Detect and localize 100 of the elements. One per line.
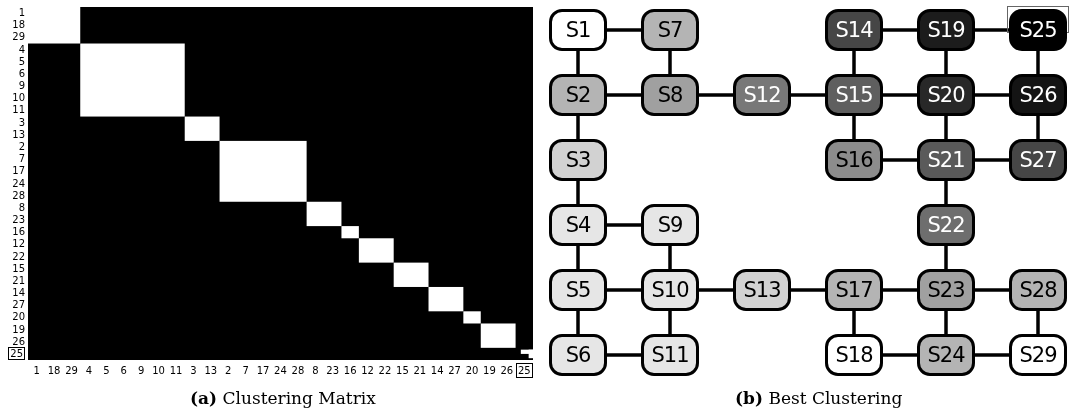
axis-label: 11	[168, 365, 184, 376]
state-node: S22	[917, 204, 975, 246]
axis-label: 4	[18, 43, 25, 55]
axis-label: 12	[12, 238, 25, 250]
connector-line	[944, 246, 948, 269]
connector-line	[944, 311, 948, 334]
state-node: S26	[1009, 74, 1067, 116]
axis-label: 14	[12, 287, 25, 299]
connector-line	[576, 311, 580, 334]
figure-caption: (a) Clustering Matrix	[190, 388, 376, 408]
axis-label: 24	[273, 365, 288, 376]
axis-label: 19	[482, 365, 497, 376]
state-node: S6	[549, 334, 607, 376]
axis-label: 27	[12, 299, 25, 311]
axis-label: 21	[12, 274, 25, 286]
connector-line	[944, 116, 948, 139]
axis-label: 3	[18, 116, 25, 128]
connector-line	[975, 93, 1009, 97]
axis-label: 11	[12, 104, 25, 116]
connector-line	[883, 93, 917, 97]
axis-label: 18	[12, 19, 25, 31]
state-node: S16	[825, 139, 883, 181]
axis-label: 5	[18, 55, 25, 67]
axis-label: 15	[395, 365, 410, 376]
connector-line	[668, 311, 672, 334]
connector-line	[576, 246, 580, 269]
axis-label: 4	[84, 365, 94, 376]
axis-label: 29	[64, 365, 79, 376]
connector-line	[975, 353, 1009, 357]
connector-line	[607, 28, 641, 32]
axis-label: 16	[342, 365, 358, 376]
axis-label: 6	[119, 365, 128, 376]
axis-label: 14	[429, 365, 445, 376]
state-node: S8	[641, 74, 699, 116]
axis-label: 18	[46, 365, 62, 376]
axis-label: 29	[12, 31, 25, 43]
axis-label: 13	[203, 365, 219, 376]
axis-label: 6	[18, 67, 25, 79]
state-node: S27	[1009, 139, 1067, 181]
connector-line	[699, 288, 733, 292]
connector-line	[852, 311, 856, 334]
axis-label: 21	[412, 365, 428, 376]
connector-line	[944, 181, 948, 204]
axis-label: 27	[447, 365, 462, 376]
state-node: S15	[825, 74, 883, 116]
axis-label: 23	[12, 214, 25, 225]
connector-line	[852, 51, 856, 74]
state-node: S21	[917, 139, 975, 181]
connector-line	[668, 246, 672, 269]
connector-line	[1036, 311, 1040, 334]
axis-label: 24	[12, 177, 25, 189]
axis-label: 9	[137, 365, 146, 376]
axis-label: 17	[12, 165, 25, 177]
state-node: S11	[641, 334, 699, 376]
axis-label: 22	[377, 365, 393, 376]
connector-line	[883, 28, 917, 32]
state-node: S10	[641, 269, 699, 311]
connector-line	[576, 51, 580, 74]
connector-line	[1036, 51, 1040, 74]
connector-line	[607, 223, 641, 227]
connector-line	[791, 288, 825, 292]
state-node: S25	[1009, 9, 1067, 51]
connector-line	[1036, 116, 1040, 139]
connector-line	[576, 116, 580, 139]
state-node: S19	[917, 9, 975, 51]
axis-label: 7	[241, 365, 250, 376]
connector-line	[975, 288, 1009, 292]
state-node: S2	[549, 74, 607, 116]
axis-label: 3	[189, 365, 198, 376]
axis-label: 19	[12, 323, 25, 335]
connector-line	[791, 93, 825, 97]
connector-line	[852, 116, 856, 139]
axis-label: 22	[12, 250, 25, 262]
state-node: S5	[549, 269, 607, 311]
state-node: S20	[917, 74, 975, 116]
connector-line	[975, 28, 1009, 32]
state-node: S18	[825, 334, 883, 376]
axis-label: 17	[255, 365, 271, 376]
axis-label: 12	[360, 365, 375, 376]
connector-line	[576, 181, 580, 204]
connector-line	[944, 51, 948, 74]
connector-line	[607, 353, 641, 357]
axis-label: 9	[18, 80, 25, 92]
state-node: S1	[549, 9, 607, 51]
figure-caption: (b) Best Clustering	[735, 388, 903, 408]
state-node: S14	[825, 9, 883, 51]
state-node: S3	[549, 139, 607, 181]
axis-label: 1	[18, 7, 25, 19]
state-node: S4	[549, 204, 607, 246]
axis-label: 20	[12, 311, 25, 323]
state-node: S24	[917, 334, 975, 376]
axis-label: 25	[515, 363, 533, 378]
axis-label: 26	[499, 365, 515, 376]
axis-label: 1	[32, 365, 41, 376]
axis-label: 26	[12, 335, 25, 347]
connector-line	[607, 288, 641, 292]
connector-line	[883, 353, 917, 357]
axis-label: 13	[12, 128, 25, 140]
connector-line	[668, 51, 672, 74]
axis-label: 8	[18, 201, 25, 213]
